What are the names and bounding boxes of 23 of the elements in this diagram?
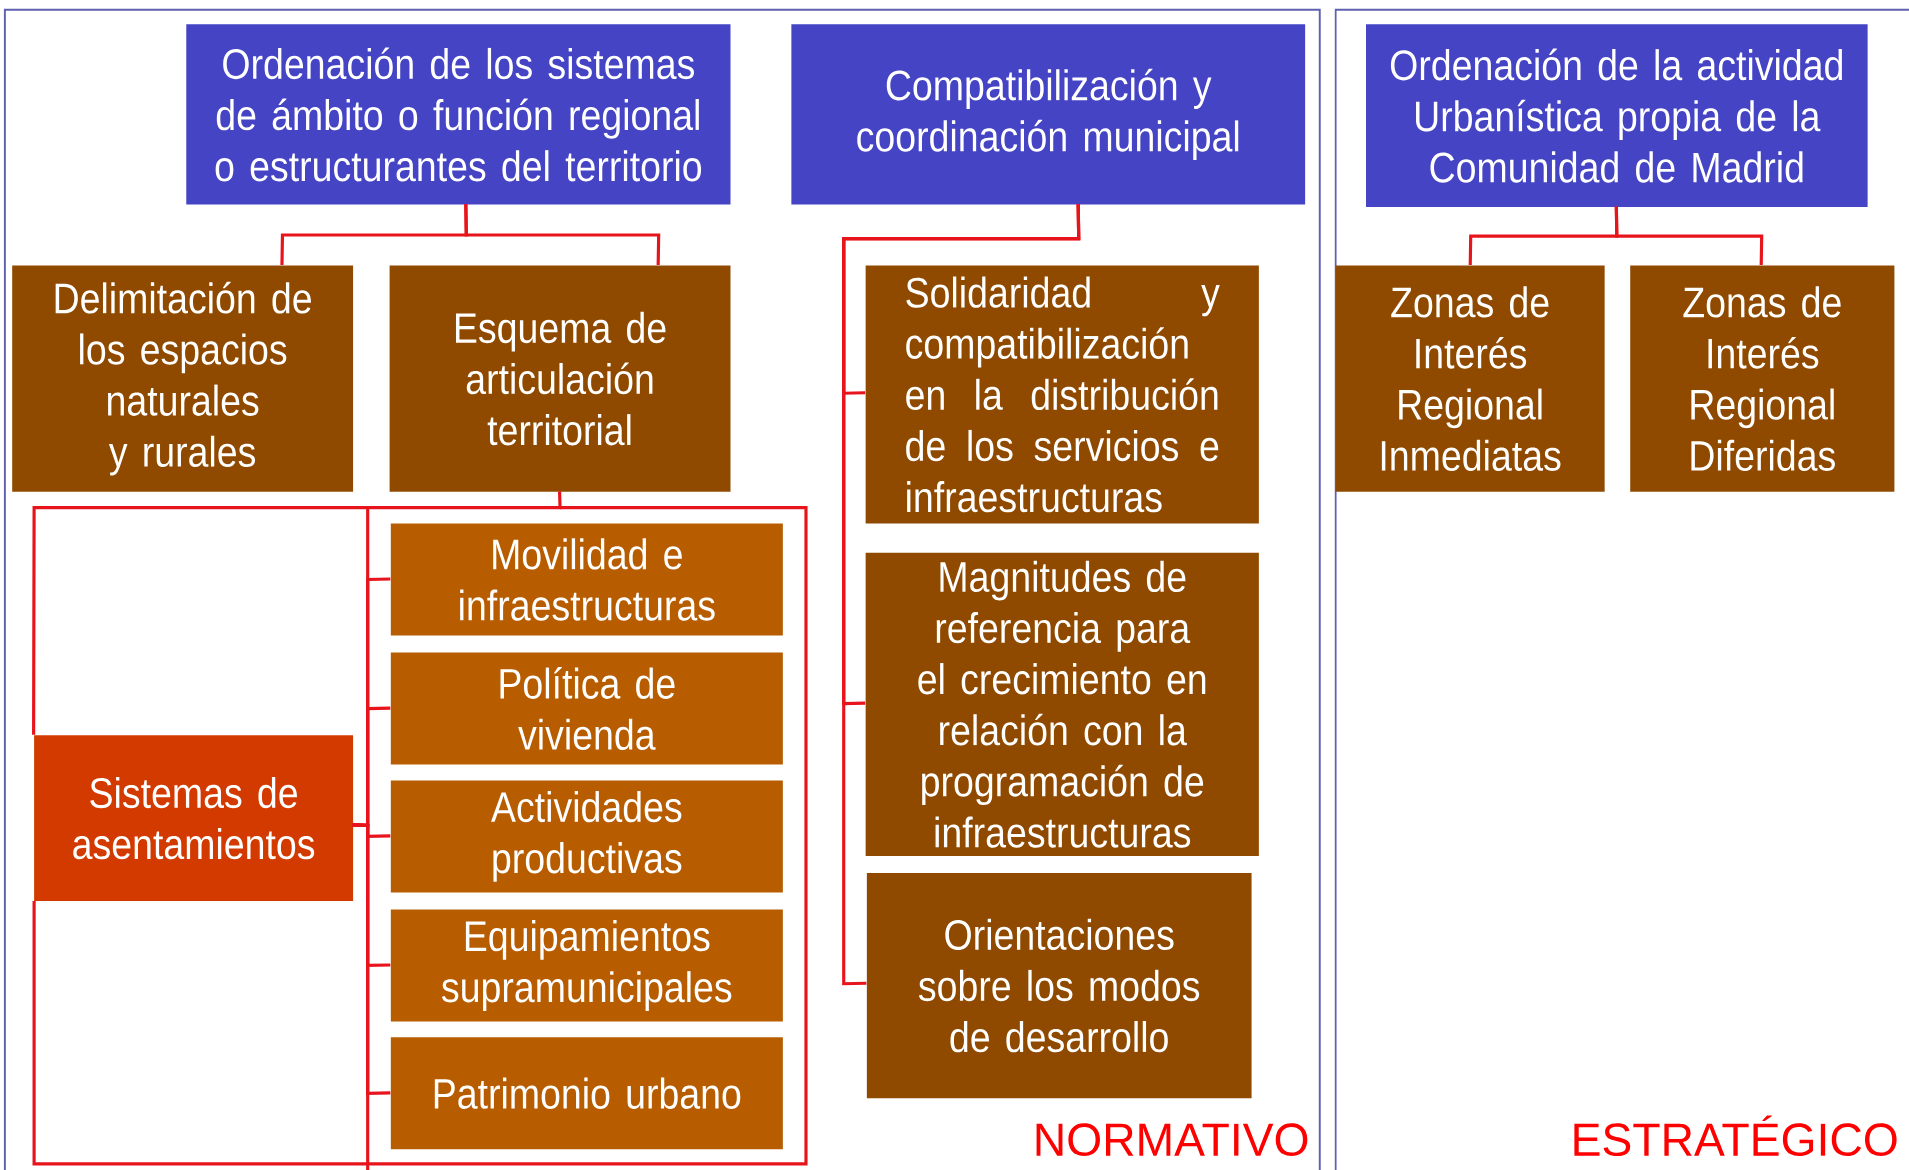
connector-line	[352, 823, 391, 1095]
topic-box: Magnitudes de referencia para el crecimiento en relación con la programación de infraestructuras	[865, 552, 1259, 856]
subtopic-box: Actividades productivas	[390, 780, 783, 893]
topic-box: Orientaciones sobre los modos de desarrollo	[866, 872, 1252, 1099]
connector-line	[842, 204, 1081, 986]
topic-box: Zonas de Interés Regional Inmediatas	[1335, 265, 1605, 492]
topic-box: Solidaridad y compatibilización en la distribución de los servicios e infraestructuras	[865, 265, 1259, 524]
heading-box: Ordenación de los sistemas de ámbito o función regional o estructurantes del territorio	[186, 24, 731, 205]
subtopic-box: Patrimonio urbano	[390, 1037, 783, 1150]
connector-line	[1614, 206, 1764, 265]
heading-box: Compatibilización y coordinación municipal	[791, 24, 1306, 205]
topic-box: Esquema de articulación territorial	[389, 265, 731, 492]
connector-line	[464, 204, 661, 265]
panel-label: NORMATIVO	[1036, 1123, 1308, 1157]
subtopic-box: Política de vivienda	[390, 652, 783, 765]
topic-box: Delimitación de los espacios naturales y rurales	[12, 265, 354, 492]
topic-box: Zonas de Interés Regional Diferidas	[1630, 265, 1895, 492]
connector-line	[32, 491, 562, 735]
heading-box: Ordenación de la actividad Urbanística propia de la Comunidad de Madrid	[1366, 24, 1868, 207]
subtopic-box: Equipamientos supramunicipales	[390, 909, 783, 1022]
subtopic-box: Movilidad e infraestructuras	[390, 523, 783, 636]
group-box: Sistemas de asentamientos	[34, 735, 354, 901]
panel-label: ESTRATÉGICO	[1574, 1115, 1897, 1157]
